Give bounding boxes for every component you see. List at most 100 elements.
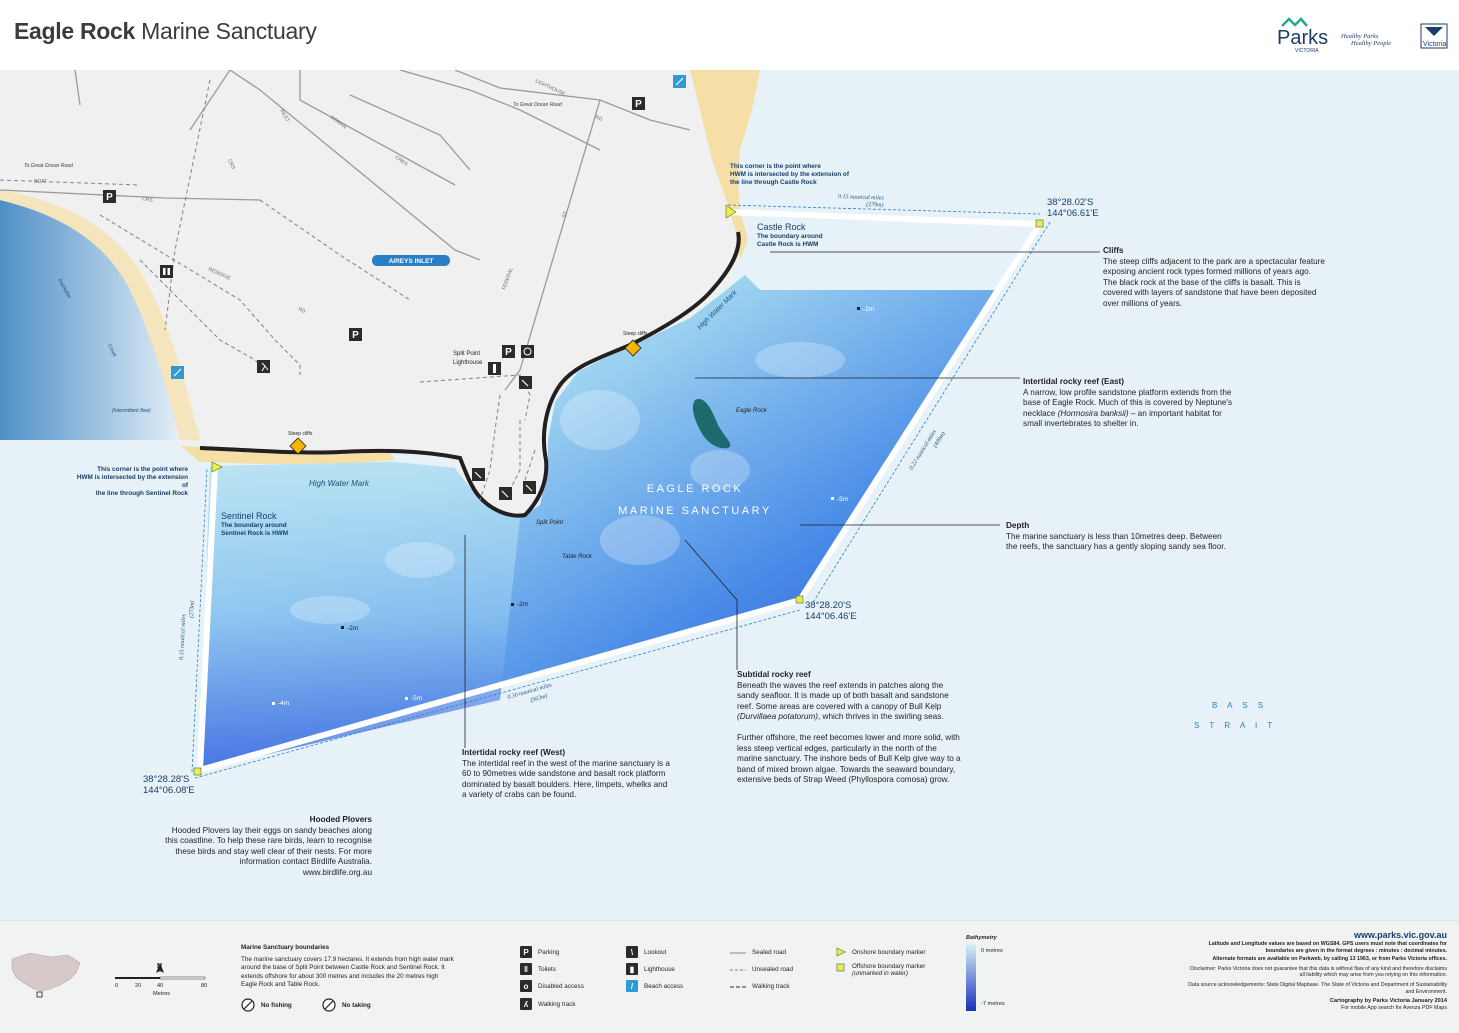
legend-walking-label: Walking track <box>538 1000 576 1008</box>
town-badge <box>372 255 450 266</box>
distance-left: (273m) <box>188 600 196 618</box>
onshore-marker-icon <box>836 947 846 957</box>
corner-note-west-3: the line through Sentinel Rock <box>95 490 188 497</box>
bathymetry-bottom: -7 metres <box>981 1001 1005 1007</box>
parking-icon <box>502 345 515 358</box>
bathymetry-top: 0 metres <box>981 948 1003 954</box>
beach-access-icon: / <box>626 980 638 992</box>
lookout-icon <box>519 376 532 389</box>
onshore-marker-west-icon <box>211 461 223 473</box>
data-source: Data source acknowledgements: State Digi… <box>1188 981 1447 995</box>
castle-rock-label: Castle Rock The boundary around Castle R… <box>757 222 823 249</box>
logo-tagline-2: Healthy People <box>1350 40 1391 47</box>
note-cliffs: Cliffs The steep cliffs adjacent to the … <box>1103 246 1325 310</box>
intermittent-label: (Intermittent flow) <box>112 408 151 414</box>
corner-note-west-1: This corner is the point where <box>97 466 188 473</box>
note-reef-east-body-2: – an important habitat for small inverte… <box>1023 408 1222 429</box>
label-high-water-mark-2: High Water Mark <box>309 479 370 488</box>
locator-map-icon <box>11 952 81 998</box>
unsealed-road-icon <box>730 968 746 971</box>
lookout-icon <box>523 481 536 494</box>
corner-note-east-2: HWM is intersected by the extension of <box>730 171 849 178</box>
corner-note-west: This corner is the point where HWM is in… <box>70 466 188 498</box>
note-reef-west-head: Intertidal rocky reef (West) <box>462 748 566 757</box>
leader-lines <box>464 251 1100 748</box>
logo-state-text: Victoria <box>1423 41 1446 48</box>
depth-label: -5m <box>837 496 848 503</box>
legend-lookout-label: Lookout <box>644 948 667 956</box>
offshore-marker-icon <box>836 963 845 972</box>
no-taking: No taking <box>322 998 371 1012</box>
legend-toilets-label: Toilets <box>538 965 556 973</box>
note-depth-body: The marine sanctuary is less than 10metr… <box>1006 531 1226 552</box>
legend-beach-access: / Beach access <box>626 980 683 992</box>
beach-east <box>690 70 760 260</box>
mobile-app: For mobile App search for Avenza PDF Map… <box>1341 1005 1447 1012</box>
note-reef-east-italic: (Hormosira banksii) <box>1057 408 1129 418</box>
scale-tick: 0 <box>115 983 119 989</box>
website: www.parks.vic.gov.au <box>1353 930 1447 940</box>
label-steep-cliffs-2: Steep cliffs <box>288 431 313 437</box>
legend-walking-track-label: Walking track <box>752 983 790 990</box>
scale-unit: Metres <box>153 991 171 997</box>
legend-onshore-marker-label: Onshore boundary marker <box>852 948 926 956</box>
legend-sealed-road: Sealed road <box>730 949 786 956</box>
no-fishing-icon <box>241 998 255 1012</box>
map-canvas: EAGLE ROCK MARINE SANCTUARY AIREYS INLET… <box>0 70 1459 920</box>
scale-tick: 20 <box>135 983 142 989</box>
depth-label: -2m <box>347 625 358 632</box>
legend-walking-track: Walking track <box>730 983 790 990</box>
note-depth-head: Depth <box>1006 521 1030 530</box>
legend-parking-label: Parking <box>538 948 560 956</box>
svg-text:P: P <box>635 99 642 110</box>
steep-cliffs-warning-icon-2 <box>289 437 307 455</box>
boundaries-body: The marine sanctuary covers 17.9 hectare… <box>241 955 454 989</box>
note-reef-west-body: The intertidal reef in the west of the m… <box>462 758 670 800</box>
sealed-roads <box>0 70 691 391</box>
note-subtidal-body-2: , which thrives in the swirling seas. <box>818 712 944 722</box>
scale-n: N <box>157 963 163 970</box>
disclaimer: Disclaimer: Parks Victoria does not guar… <box>1190 965 1447 979</box>
note-reef-west: Intertidal rocky reef (West) The interti… <box>462 748 674 801</box>
parking-icon <box>103 190 116 203</box>
onshore-marker-east-icon <box>725 204 737 219</box>
cartography: Cartography by Parks Victoria January 20… <box>1329 998 1447 1005</box>
bathymetry-scale <box>966 944 976 1011</box>
castle-rock-sub-2: Castle Rock is HWM <box>757 240 819 248</box>
info-1: Latitude and Longitude values are based … <box>1208 941 1447 954</box>
cliff-line <box>199 231 741 518</box>
info-2: Alternate formats are available on Parkw… <box>1212 956 1447 963</box>
unsealed-roads <box>0 79 536 501</box>
scale-tick: 40 <box>157 983 164 989</box>
note-depth: Depth The marine sanctuary is less than … <box>1006 521 1226 553</box>
walking-track-line-icon <box>730 985 746 988</box>
eagle-rock-shape <box>692 399 731 449</box>
walking-track-icon <box>257 360 270 373</box>
legend-unsealed-road: Unsealed road <box>730 966 793 973</box>
road-label-rd2: RD <box>297 306 306 315</box>
distance-bottom: (563m) <box>530 692 549 704</box>
legend-lighthouse: ▮Lighthouse <box>626 963 675 975</box>
facility-icons: P P P P <box>103 75 686 500</box>
svg-text:P: P <box>505 347 512 358</box>
coord-se: 38°28.20'S 144°06.46'E <box>805 600 857 622</box>
label-strait: S T R A I T <box>1194 721 1276 730</box>
coord-sw-lon: 144°06.08'E <box>143 785 195 796</box>
no-fishing-label: No fishing <box>261 1001 292 1009</box>
creek-label-2: Creek <box>106 343 117 358</box>
walking-track-icon: ʎ <box>520 998 532 1010</box>
note-subtidal-italic: (Durvillaea potatorum) <box>737 712 818 722</box>
parking-icon <box>632 97 645 110</box>
note-subtidal-body-1: Beneath the waves the reef extends in pa… <box>737 680 949 711</box>
legend-offshore-marker: Offshore boundary marker(unmarked in wat… <box>836 963 925 977</box>
coord-ne-lat: 38°28.02'S <box>1047 197 1094 208</box>
legend-beach-access-label: Beach access <box>644 982 684 990</box>
logo-tagline-1: Healthy Parks <box>1340 33 1379 40</box>
sentinel-rock-label: Sentinel Rock The boundary around Sentin… <box>221 511 288 538</box>
title-bold: Eagle Rock <box>14 18 135 44</box>
castle-rock-sub-1: The boundary around <box>757 232 823 240</box>
legend-disabled-label: Disabled access <box>538 982 584 990</box>
legend-walking: ʎ Walking track <box>520 998 576 1010</box>
distance-top-label: 0.15 nautical miles <box>838 194 885 202</box>
legend-sealed-road-label: Sealed road <box>752 949 786 956</box>
